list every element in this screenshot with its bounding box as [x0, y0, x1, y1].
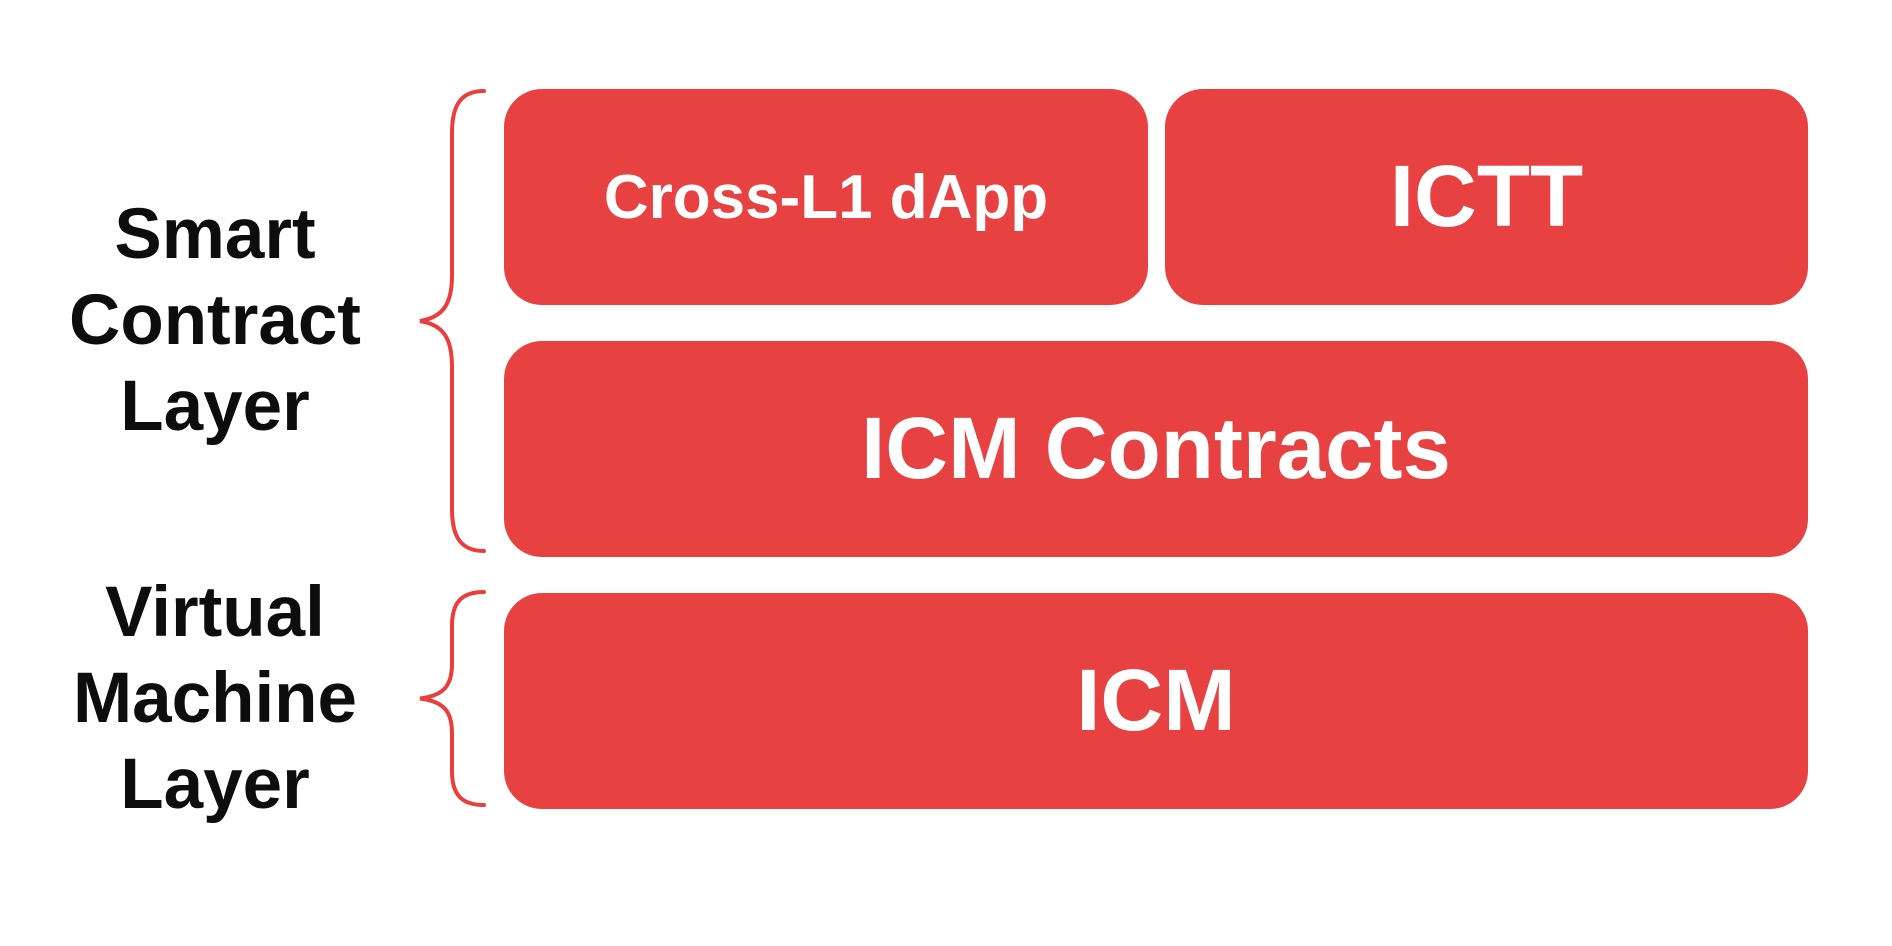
box-ictt-label: ICTT [1389, 148, 1584, 245]
box-ictt: ICTT [1165, 89, 1808, 305]
box-cross-l1-dapp-label: Cross-L1 dApp [603, 162, 1049, 232]
layer-label-line: Layer [120, 367, 310, 446]
box-icm-contracts-label: ICM Contracts [861, 400, 1451, 497]
layer-label-line: Contract [69, 281, 361, 360]
box-icm-label: ICM [1076, 652, 1236, 749]
layer-label-line: Smart [114, 195, 316, 274]
box-icm-contracts: ICM Contracts [504, 341, 1808, 557]
layer-label-line: Layer [120, 744, 310, 824]
layer-label-line: Machine [72, 658, 358, 738]
layer-label-line: Virtual [105, 572, 325, 652]
box-icm: ICM [504, 593, 1808, 809]
layer-label-virtual-machine: Virtual Machine Layer [30, 573, 400, 824]
curly-brace-icon [419, 89, 486, 553]
curly-brace-icon [419, 590, 486, 807]
box-cross-l1-dapp: Cross-L1 dApp [504, 89, 1148, 305]
layer-label-smart-contract: Smart Contract Layer [30, 89, 400, 553]
